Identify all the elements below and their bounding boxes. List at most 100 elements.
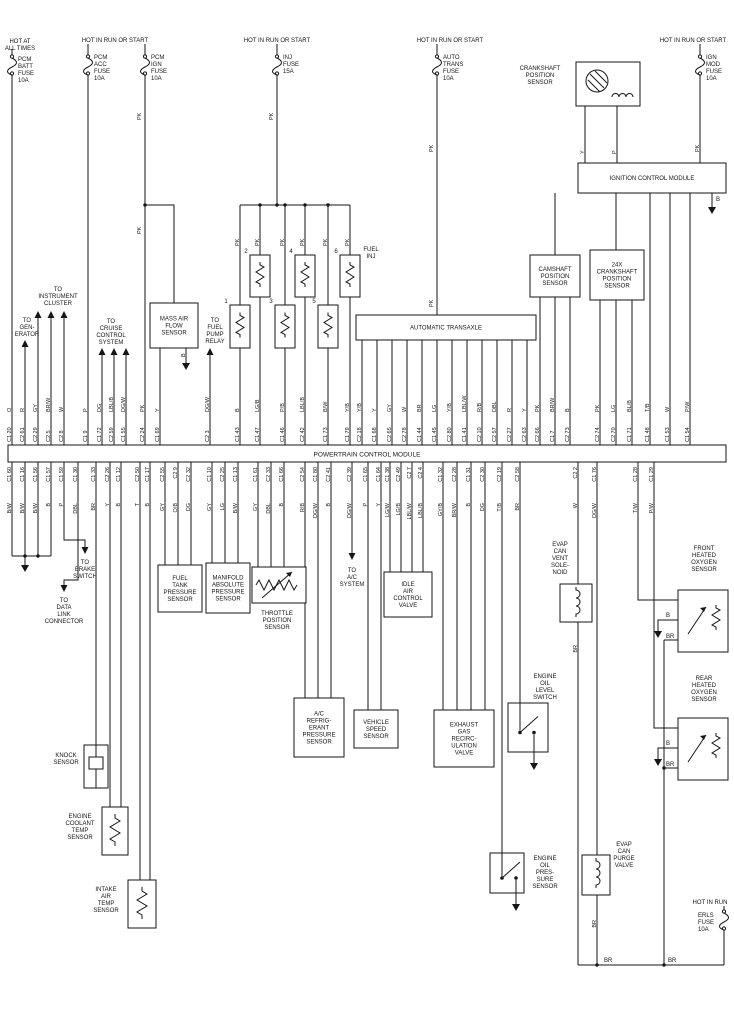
switch-arm xyxy=(519,716,539,733)
junction-dot xyxy=(662,766,666,770)
injector-symbol xyxy=(254,262,266,287)
fuel-injector-2 xyxy=(249,254,271,298)
header-hot-run-start-2: HOT IN RUN OR START xyxy=(244,38,311,44)
label-evap-vent-solenoid: SOLE- xyxy=(551,563,569,569)
header-hot-in-run: HOT IN RUN xyxy=(693,900,728,906)
wire xyxy=(653,462,678,729)
wire-color-label: LBL/B xyxy=(418,503,424,518)
label-o2f-br: BR xyxy=(666,634,675,640)
pcm-pin-label: C2 63 xyxy=(522,427,528,442)
label-crankshaft-position-sensor: POSITION xyxy=(526,73,555,79)
wire-color-label: Y xyxy=(105,503,111,507)
dest-ac-system: A/C xyxy=(347,575,358,581)
injector-symbol xyxy=(322,312,334,338)
sensor-arrowhead xyxy=(700,735,706,740)
label-engine-oil-level: SWITCH xyxy=(533,695,557,701)
ac-refrigerant-pressure-sensor-label: A/C xyxy=(314,712,325,718)
wire-color-label: R xyxy=(507,408,513,412)
pcm-pin-label: C2 70 xyxy=(611,427,617,442)
label-throttle-position-sensor: THROTTLE xyxy=(261,611,293,617)
fuse-label-auto-trans: 10A xyxy=(443,76,454,82)
injector-symbol xyxy=(299,262,311,287)
pickup-coil-symbol xyxy=(611,93,634,98)
label-knock-sensor: SENSOR xyxy=(53,760,79,766)
pcm-pin-label: C2 73 xyxy=(565,427,571,442)
fuse-symbol xyxy=(697,71,703,76)
dest-generator: TO xyxy=(23,318,32,324)
label-intake-air-temp: INTAKE xyxy=(95,887,116,893)
fuse-label-inj: INJ xyxy=(283,55,292,61)
dest-instrument-cluster: INSTRUMENT xyxy=(38,294,78,300)
pcm-pin-label: C2 18 xyxy=(357,427,363,442)
wire-color-label: BR xyxy=(417,404,423,412)
ground-symbol xyxy=(512,904,520,911)
solenoid-coil-symbol xyxy=(575,587,581,617)
wire-color-label: GY xyxy=(253,503,259,511)
pcm-pin-label: C2 26 xyxy=(105,467,111,482)
fuse-symbol xyxy=(83,57,93,76)
fuse-label-inj: 15A xyxy=(283,69,294,75)
wire-color-label: LG xyxy=(432,405,438,412)
pcm-pin-label: C1 73 xyxy=(323,427,329,442)
wire-color-label: T/B xyxy=(497,503,503,512)
egr-valve xyxy=(433,709,495,768)
wire xyxy=(145,204,175,303)
piezo-element xyxy=(88,756,104,770)
injector-number-6: 6 xyxy=(334,249,338,255)
vehicle-speed-sensor-label: SENSOR xyxy=(363,734,389,740)
label-engine-coolant-temp: ENGINE xyxy=(68,814,91,820)
label-engine-oil-level: ENGINE xyxy=(533,674,556,680)
flow-arrow xyxy=(60,311,68,318)
pcm-pin-label: C1 56 xyxy=(33,467,39,482)
wire-color-label: B xyxy=(235,408,241,412)
injector-symbol xyxy=(234,312,246,338)
pcm-pin-label: C1 13 xyxy=(233,467,239,482)
fuse-symbol xyxy=(140,57,150,76)
wire-color-label: LBL/B xyxy=(109,397,115,412)
dest-data-link-connector: TO xyxy=(60,598,69,604)
dest-fuel-pump-relay: TO xyxy=(211,318,220,324)
dest-generator: GEN- xyxy=(20,325,35,331)
pcm-pin-label: C1 57 xyxy=(46,467,52,482)
24x-crankshaft-position-sensor xyxy=(589,249,645,301)
pcm-pin-label: C2 32 xyxy=(186,467,192,482)
egr-valve-label: RECIRC- xyxy=(452,737,477,743)
fuel-tank-pressure-sensor-label: SENSOR xyxy=(167,597,193,603)
label-engine-oil-pressure: SENSOR xyxy=(532,884,558,890)
dest-brake-switch: BRAKE xyxy=(75,567,95,573)
wire-color-label: B xyxy=(46,503,52,507)
wire-color-label: PK xyxy=(269,112,275,120)
manifold-absolute-pressure-sensor-label: PRESSURE xyxy=(211,590,244,596)
wire-color-label: PK xyxy=(429,144,435,152)
pcm-pin-label: C2 80 xyxy=(447,427,453,442)
fuel-injector-3 xyxy=(274,304,296,349)
wire-color-label: B/W xyxy=(7,502,13,513)
powertrain-control-module xyxy=(7,444,727,463)
fuse-symbol xyxy=(434,71,440,76)
pcm-pin-label: C2 66 xyxy=(535,427,541,442)
label-o2r-b: B xyxy=(666,741,670,747)
wire-color-label: PK xyxy=(300,238,306,246)
dest-ac-system: SYSTEM xyxy=(340,582,365,588)
vehicle-speed-sensor-label: SPEED xyxy=(366,727,387,733)
wire-color-label: B xyxy=(181,353,187,357)
pcm-pin-label: C1 68 xyxy=(372,427,378,442)
wire-color-label: DBL xyxy=(73,503,79,514)
dest-cruise-control: SYSTEM xyxy=(99,340,124,346)
pcm-pin-label: C1 65 xyxy=(363,467,369,482)
wire-color-label: W xyxy=(59,406,65,412)
label-crankshaft-position-sensor: SENSOR xyxy=(527,80,553,86)
dest-fuel-pump-relay: FUEL xyxy=(207,325,223,331)
wire-color-label: W xyxy=(573,502,579,508)
junction-dot xyxy=(23,554,27,558)
junction-dot xyxy=(258,203,262,207)
wire-color-label: B xyxy=(116,503,122,507)
pcm-pin-label: C1 43 xyxy=(235,427,241,442)
fuse-label-erls: FUSE xyxy=(698,920,714,926)
fuse-label-erls: 10A xyxy=(698,927,709,933)
wire-color-label: O xyxy=(7,407,13,412)
wire-color-label: BR xyxy=(91,503,97,511)
label-intake-air-temp: SENSOR xyxy=(93,908,119,914)
injector-number-3: 3 xyxy=(269,299,273,305)
